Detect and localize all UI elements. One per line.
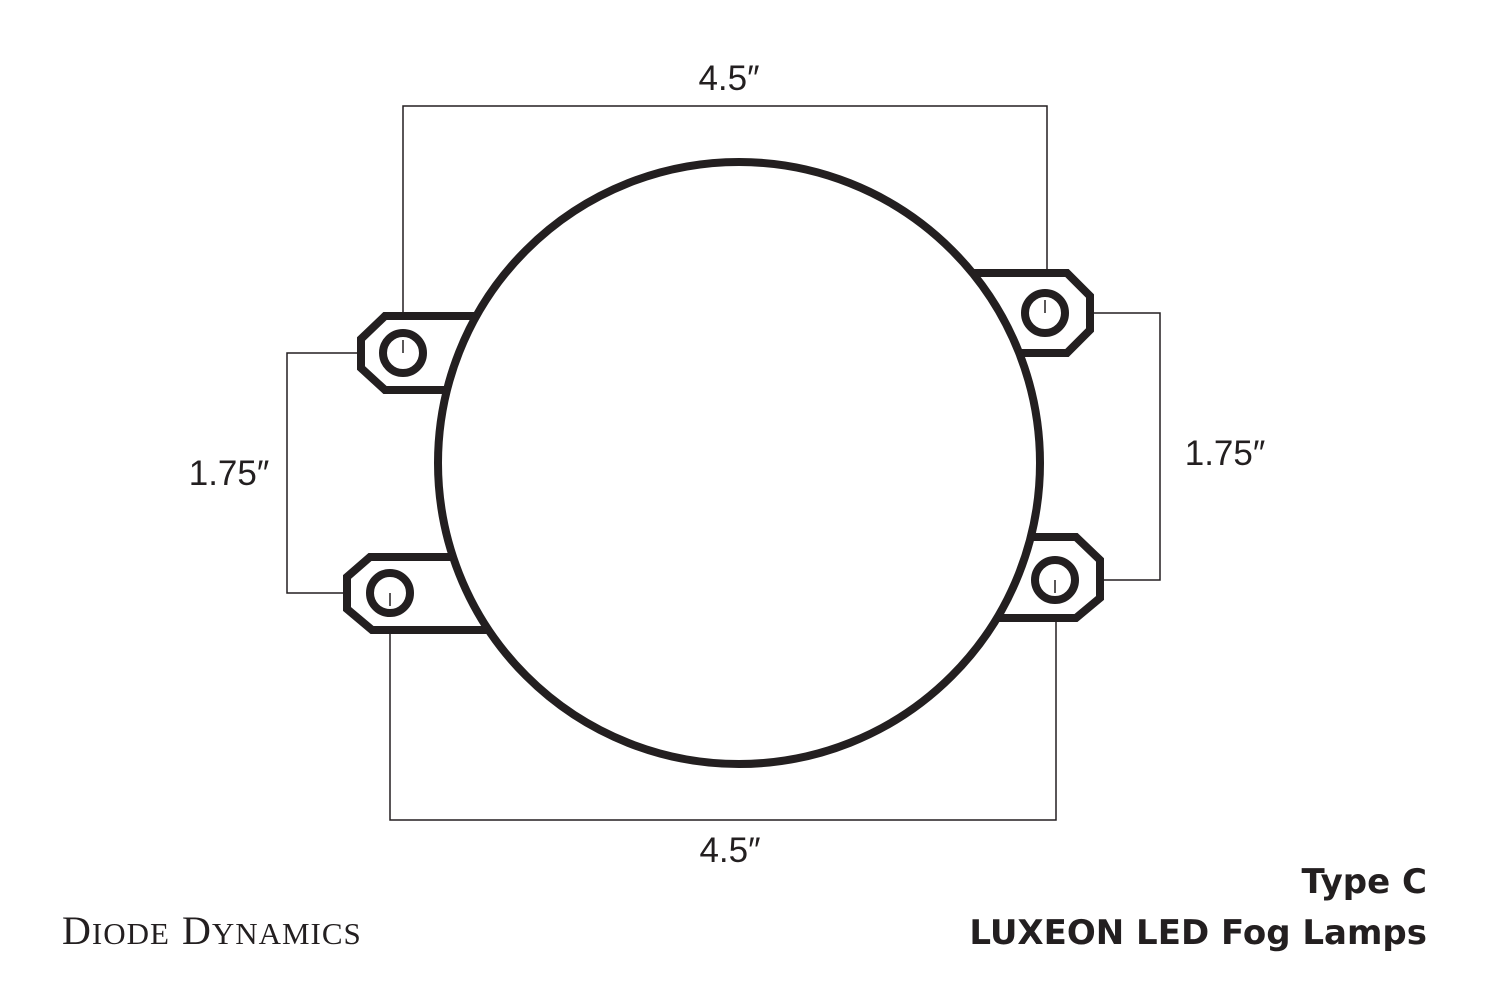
top-width-label: 4.5″ xyxy=(698,59,759,98)
mount-hole-bottom-right xyxy=(1031,556,1079,604)
mount-hole-top-right xyxy=(1021,289,1069,337)
bottom-dimension-line xyxy=(389,580,1057,821)
mount-hole-bottom-left xyxy=(366,569,414,617)
bottom-width-label: 4.5″ xyxy=(699,831,760,870)
right-dimension-line xyxy=(1045,312,1161,581)
top-dimension-line xyxy=(402,105,1048,353)
product-type: Type C xyxy=(1301,862,1427,902)
left-dimension-line xyxy=(286,352,403,594)
right-height-label: 1.75″ xyxy=(1185,434,1266,473)
lamp-body-circle xyxy=(434,158,1044,768)
mount-hole-top-left xyxy=(379,329,427,377)
product-name: LUXEON LED Fog Lamps xyxy=(969,913,1427,953)
left-height-label: 1.75″ xyxy=(189,454,270,493)
